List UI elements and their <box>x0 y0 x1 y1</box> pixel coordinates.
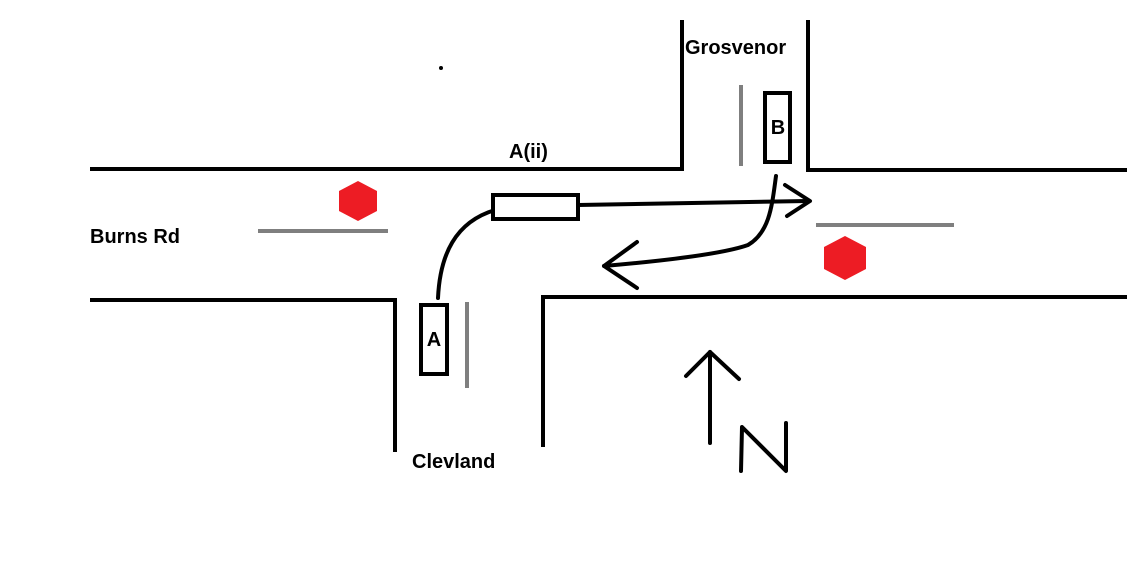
stop-signs <box>339 181 866 280</box>
road-edges <box>90 20 1127 452</box>
path-b-turn <box>602 174 778 268</box>
vehicle-a-ii-label: A(ii) <box>509 141 548 163</box>
arrow-head-east <box>783 183 812 218</box>
north-arrow-icon <box>684 350 788 473</box>
street-label-grosvenor: Grosvenor <box>685 37 786 59</box>
path-a-ii-east <box>576 199 810 207</box>
vehicle-b-label: B <box>771 117 785 139</box>
street-label-clevland: Clevland <box>412 451 495 473</box>
red-hexagon-icon <box>824 236 866 280</box>
vehicle-paths <box>436 174 812 300</box>
vehicle-a <box>419 303 449 376</box>
arrow-head-west <box>602 240 639 290</box>
vehicle-b <box>763 91 792 164</box>
vehicle-a-label: A <box>427 329 441 351</box>
path-a-turn <box>436 208 497 300</box>
stray-dot <box>439 66 443 70</box>
stop-lines <box>258 85 954 388</box>
red-hexagon-icon <box>339 181 377 221</box>
vehicle-a-ii <box>491 193 580 221</box>
vehicles <box>419 91 792 376</box>
street-label-burns-rd: Burns Rd <box>90 226 180 248</box>
